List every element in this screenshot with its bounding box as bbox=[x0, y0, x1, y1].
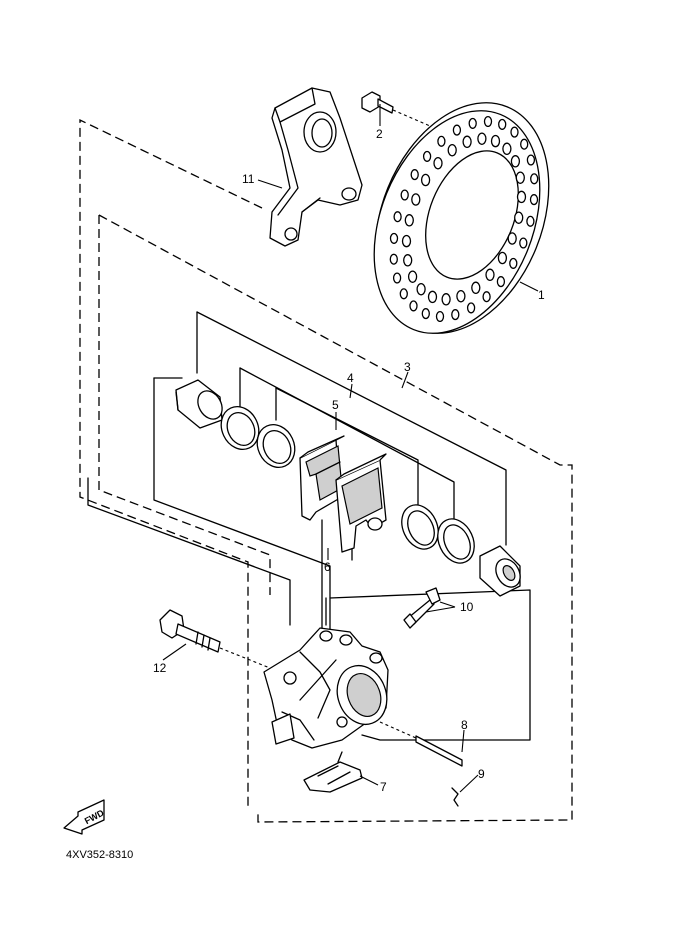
disc-holes bbox=[389, 115, 539, 323]
disc-hole bbox=[433, 156, 443, 170]
disc-hole bbox=[400, 189, 409, 201]
disc-hole bbox=[403, 254, 413, 267]
disc-hole bbox=[404, 214, 414, 227]
disc-hole bbox=[516, 190, 527, 204]
disc-hole bbox=[435, 310, 445, 323]
group-outline-4 bbox=[87, 311, 507, 626]
disc-hole bbox=[468, 117, 477, 129]
disc-hole bbox=[498, 118, 507, 130]
disc-hole bbox=[437, 135, 446, 147]
callout-11: 11 bbox=[242, 172, 255, 186]
callout-5: 5 bbox=[332, 398, 339, 412]
disc-hole bbox=[416, 282, 426, 296]
disc-hole bbox=[407, 270, 418, 283]
disc-hole bbox=[490, 134, 501, 148]
disc-hole bbox=[399, 288, 408, 300]
callout-2: 2 bbox=[376, 127, 383, 141]
disc-hole bbox=[497, 251, 508, 265]
callout-4: 4 bbox=[347, 371, 354, 385]
disc-hole bbox=[410, 169, 419, 181]
disc-hole bbox=[520, 138, 529, 150]
piston-seal-right bbox=[437, 518, 475, 564]
disc-hole bbox=[462, 135, 472, 149]
disc-hole bbox=[530, 173, 539, 185]
disc-hole bbox=[507, 232, 517, 245]
brake-disc-part-1 bbox=[373, 102, 550, 334]
disc-hole bbox=[510, 126, 519, 138]
piston-left bbox=[175, 379, 223, 429]
group-outline-5 bbox=[153, 367, 531, 741]
disc-hole bbox=[502, 142, 512, 156]
disc-hole bbox=[409, 300, 418, 312]
disc-hole bbox=[477, 132, 487, 145]
dust-seal-right bbox=[401, 504, 439, 550]
drawing-code: 4XV352-8310 bbox=[66, 849, 133, 861]
disc-hole bbox=[456, 289, 466, 303]
callout-12: 12 bbox=[153, 661, 167, 675]
disc-hole bbox=[392, 272, 402, 284]
group-outline-3 bbox=[98, 214, 573, 823]
pad-pin-part-8 bbox=[379, 721, 463, 767]
callout-9: 9 bbox=[478, 767, 485, 781]
disc-hole bbox=[510, 155, 521, 168]
disc-hole bbox=[422, 150, 432, 162]
group-outline-11 bbox=[79, 118, 263, 810]
disc-hole bbox=[483, 115, 493, 128]
callout-3: 3 bbox=[404, 360, 411, 374]
callout-leaders bbox=[162, 104, 539, 793]
callout-6: 6 bbox=[324, 560, 331, 574]
piston-seal-left bbox=[220, 406, 260, 450]
disc-hole bbox=[529, 194, 539, 206]
disc-hole bbox=[485, 268, 495, 282]
callout-1: 1 bbox=[538, 288, 545, 302]
brake-pad-left bbox=[299, 435, 345, 521]
disc-hole bbox=[526, 215, 535, 227]
brake-pad-right bbox=[335, 453, 387, 553]
disc-hole bbox=[420, 173, 431, 187]
clip-part-9 bbox=[451, 787, 459, 807]
disc-hole bbox=[482, 291, 491, 303]
disc-hole bbox=[389, 232, 399, 244]
disc-bolt-part-2 bbox=[361, 91, 431, 127]
piston-right bbox=[479, 545, 521, 597]
callout-10: 10 bbox=[460, 600, 474, 614]
disc-hole bbox=[441, 293, 451, 306]
disc-hole bbox=[447, 143, 457, 157]
disc-hole bbox=[427, 290, 438, 304]
disc-hole bbox=[471, 281, 481, 295]
disc-hole bbox=[526, 154, 536, 166]
disc-hole bbox=[421, 308, 430, 320]
callout-7: 7 bbox=[380, 780, 387, 794]
disc-hole bbox=[519, 237, 528, 249]
callout-numbers: 1 2 3 4 5 6 7 8 9 10 11 12 bbox=[153, 127, 545, 794]
disc-hole bbox=[452, 124, 462, 136]
caliper-bracket-part-11 bbox=[269, 87, 363, 247]
disc-hole bbox=[393, 211, 402, 223]
disc-hole bbox=[509, 257, 518, 269]
disc-hole bbox=[514, 211, 524, 224]
disc-hole bbox=[401, 234, 412, 248]
disc-hole bbox=[515, 171, 525, 184]
disc-hole bbox=[389, 253, 398, 265]
bleed-screw-part-10 bbox=[403, 587, 441, 629]
caliper-bolt-part-12 bbox=[159, 609, 271, 669]
dust-seal-left bbox=[256, 424, 296, 468]
forward-arrow-icon: FWD bbox=[63, 799, 106, 835]
disc-hole bbox=[496, 276, 506, 288]
disc-hole bbox=[466, 302, 476, 314]
caliper-body bbox=[263, 627, 389, 749]
disc-hole bbox=[451, 309, 460, 321]
pad-spring-part-7 bbox=[303, 751, 363, 793]
callout-8: 8 bbox=[461, 718, 468, 732]
disc-hole bbox=[411, 193, 421, 206]
